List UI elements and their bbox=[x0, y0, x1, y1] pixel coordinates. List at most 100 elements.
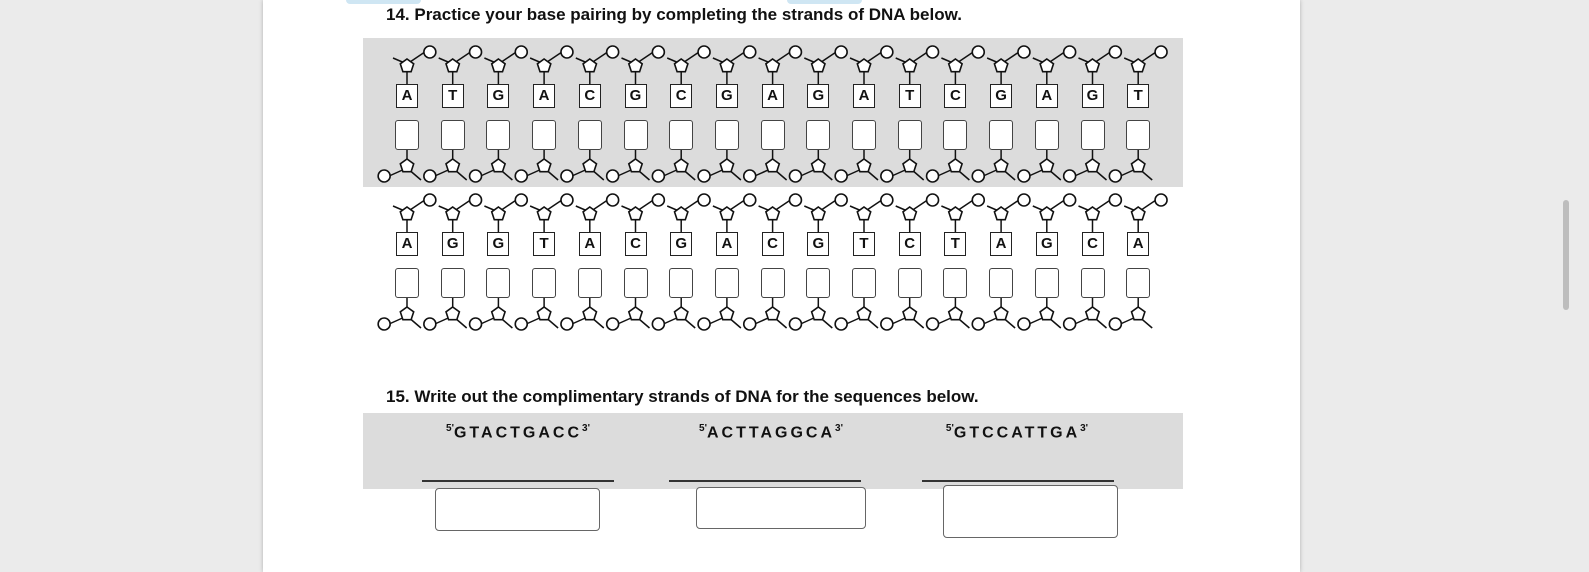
sugar-icon bbox=[399, 206, 415, 221]
complement-base-input[interactable] bbox=[943, 268, 968, 298]
complement-base-input[interactable] bbox=[1126, 120, 1151, 150]
sugar-icon bbox=[810, 58, 826, 73]
sugar-icon bbox=[1039, 58, 1055, 73]
complement-base-input[interactable] bbox=[577, 268, 602, 298]
sugar-icon bbox=[490, 158, 507, 173]
sugar-icon bbox=[1039, 158, 1055, 173]
phosphate-icon bbox=[834, 193, 848, 207]
complement-base-input[interactable] bbox=[714, 120, 739, 150]
sugar-icon bbox=[1084, 306, 1101, 321]
complement-base-input[interactable] bbox=[760, 268, 785, 298]
phosphate-icon bbox=[880, 317, 894, 331]
sugar-icon bbox=[719, 206, 735, 221]
complement-base-input[interactable] bbox=[1080, 120, 1105, 150]
sugar-icon bbox=[993, 158, 1009, 173]
base-letter: G bbox=[624, 84, 647, 108]
sugar-icon bbox=[536, 206, 552, 221]
phosphate-icon bbox=[925, 45, 940, 59]
base-letter: T bbox=[944, 232, 967, 256]
phosphate-icon bbox=[1108, 317, 1123, 331]
phosphate-icon bbox=[834, 45, 848, 59]
five-prime-label: 5' bbox=[945, 423, 954, 434]
complement-base-input[interactable] bbox=[852, 120, 876, 150]
complement-base-input[interactable] bbox=[1034, 268, 1059, 298]
sugar-icon bbox=[947, 58, 964, 73]
complement-base-input[interactable] bbox=[532, 120, 557, 150]
complement-base-input[interactable] bbox=[1080, 268, 1105, 298]
phosphate-icon bbox=[925, 193, 940, 207]
base-letter: C bbox=[944, 84, 967, 108]
sugar-icon bbox=[947, 306, 964, 321]
phosphate-icon bbox=[605, 169, 620, 183]
complement-base-input[interactable] bbox=[1126, 268, 1151, 298]
phosphate-icon bbox=[1017, 45, 1031, 59]
sugar-icon bbox=[1084, 206, 1101, 221]
sugar-icon bbox=[399, 158, 415, 173]
complement-base-input[interactable] bbox=[623, 120, 648, 150]
complement-base-input[interactable] bbox=[532, 268, 557, 298]
scrollbar-thumb[interactable] bbox=[1563, 200, 1569, 310]
complement-base-input[interactable] bbox=[440, 120, 465, 150]
complement-base-input[interactable] bbox=[989, 268, 1014, 298]
base-letter: G bbox=[441, 232, 464, 256]
sugar-icon bbox=[810, 158, 826, 173]
phosphate-icon bbox=[560, 317, 574, 331]
complement-base-input[interactable] bbox=[989, 120, 1014, 150]
complement-base-input[interactable] bbox=[623, 268, 648, 298]
complement-base-input[interactable] bbox=[669, 268, 694, 298]
base-letter: G bbox=[1081, 84, 1104, 108]
sugar-icon bbox=[445, 206, 461, 221]
phosphate-icon bbox=[1062, 45, 1077, 59]
phosphate-icon bbox=[880, 45, 894, 59]
sequence-panel bbox=[363, 413, 1183, 489]
phosphate-icon bbox=[971, 45, 986, 59]
complement-base-input[interactable] bbox=[806, 268, 831, 298]
sugar-icon bbox=[719, 58, 735, 73]
phosphate-icon bbox=[697, 317, 711, 331]
sugar-icon bbox=[947, 158, 964, 173]
complement-base-input[interactable] bbox=[440, 268, 465, 298]
base-letter: C bbox=[761, 232, 784, 256]
three-prime-label: 3' bbox=[1080, 423, 1089, 434]
complement-base-input[interactable] bbox=[577, 120, 602, 150]
sequence-text: GTCCATTGA bbox=[953, 424, 1081, 442]
sugar-icon bbox=[490, 58, 507, 73]
complement-strand-input[interactable] bbox=[943, 485, 1118, 538]
base-letter: G bbox=[807, 84, 830, 108]
phosphate-icon bbox=[880, 193, 894, 207]
sugar-icon bbox=[719, 158, 735, 173]
complement-base-input[interactable] bbox=[806, 120, 831, 150]
sugar-icon bbox=[445, 158, 461, 173]
complement-base-input[interactable] bbox=[897, 120, 922, 150]
complement-base-input[interactable] bbox=[714, 268, 739, 298]
complement-base-input[interactable] bbox=[1034, 120, 1059, 150]
complement-base-input[interactable] bbox=[486, 120, 511, 150]
complement-base-input[interactable] bbox=[943, 120, 968, 150]
complement-base-input[interactable] bbox=[395, 120, 419, 150]
base-letter: A bbox=[761, 84, 784, 108]
base-letter: C bbox=[898, 232, 921, 256]
complement-base-input[interactable] bbox=[669, 120, 694, 150]
phosphate-icon bbox=[1108, 193, 1123, 207]
sugar-icon bbox=[582, 306, 598, 321]
base-letter: G bbox=[487, 232, 510, 256]
complement-base-input[interactable] bbox=[395, 268, 419, 298]
sugar-icon bbox=[490, 206, 507, 221]
sequence-text: GTACTGACC bbox=[453, 424, 583, 442]
base-letter: A bbox=[396, 84, 418, 108]
complement-base-input[interactable] bbox=[897, 268, 922, 298]
sugar-icon bbox=[1130, 206, 1146, 221]
complement-base-input[interactable] bbox=[852, 268, 876, 298]
phosphate-icon bbox=[651, 169, 666, 183]
complement-strand-input[interactable] bbox=[696, 487, 866, 529]
dna-sequence: 5'GTACTGACC3' bbox=[446, 423, 590, 442]
tab-edge bbox=[346, 0, 421, 4]
complement-base-input[interactable] bbox=[486, 268, 511, 298]
sugar-icon bbox=[856, 206, 872, 221]
complement-base-input[interactable] bbox=[760, 120, 785, 150]
sugar-icon bbox=[627, 306, 644, 321]
base-letter: A bbox=[533, 84, 556, 108]
complement-strand-input[interactable] bbox=[435, 488, 600, 531]
phosphate-icon bbox=[651, 45, 666, 59]
